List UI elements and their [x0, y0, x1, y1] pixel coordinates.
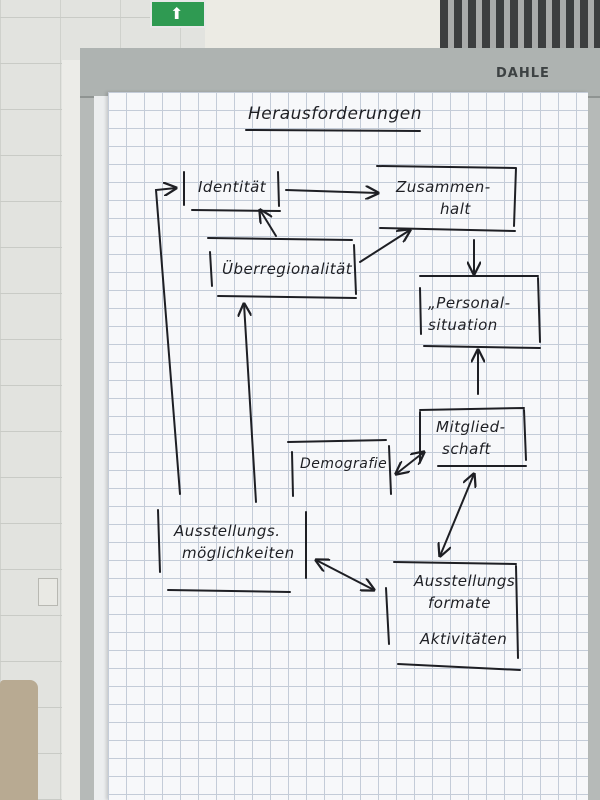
exit-arrow-icon: ⬆ — [170, 4, 184, 23]
label-mitglied-line1: Mitglied- — [436, 418, 506, 436]
arrow-moeglich-ueberregional — [244, 304, 257, 503]
box-demografie — [287, 439, 392, 497]
arrow-demografie-mitglied — [396, 452, 424, 474]
flipchart-title: Herausforderungen — [248, 104, 422, 124]
label-moeglich-line2: möglichkeiten — [182, 544, 295, 562]
label-mitglied-line2: schaft — [442, 440, 491, 458]
label-demografie: Demografie — [300, 456, 388, 472]
arrow-ueberregional-identitaet — [260, 210, 277, 237]
box-formate — [385, 561, 521, 671]
label-ueberregionalitaet: Überregionalität — [222, 260, 353, 278]
brand-label: DAHLE — [496, 66, 550, 81]
flipchart-paper — [108, 92, 588, 800]
label-personal-line1: „Personal- — [428, 294, 511, 312]
arrow-moeglich-formate — [316, 560, 374, 590]
box-personal — [419, 275, 541, 349]
label-personal-line2: situation — [428, 316, 498, 334]
label-moeglich-line1: Ausstellungs. — [174, 522, 281, 540]
box-ueberregionalitaet — [207, 237, 357, 299]
title-underline — [245, 129, 421, 132]
arrow-identitaet-zusammenhalt — [285, 190, 378, 193]
label-identitaet: Identität — [198, 178, 267, 196]
wall-outlet — [38, 578, 58, 606]
exit-sign: ⬆ — [150, 0, 206, 28]
box-moeglichkeiten — [157, 509, 307, 593]
label-mitgliedschaft: Mitglied- schaft — [436, 416, 526, 460]
label-formate-line2: formate — [428, 594, 492, 612]
label-personalsituation: „Personal- situation — [428, 292, 538, 336]
arrow-mitglied-formate — [440, 474, 474, 556]
label-formate-line1: Ausstellungs — [414, 572, 516, 590]
label-ausstellungsformate: Ausstellungs formate Aktivitäten — [414, 570, 524, 650]
chair — [0, 680, 38, 800]
label-zusammenhalt-line2: halt — [440, 200, 471, 218]
arrow-moeglich-identitaet-loop — [154, 188, 181, 495]
arrow-ueberregional-zusammenhalt — [359, 230, 410, 263]
label-ausstellungsmoeglichkeiten: Ausstellungs. möglichkeiten — [174, 520, 310, 564]
box-mitgliedschaft — [419, 407, 527, 467]
label-zusammenhalt-line1: Zusammen- — [396, 178, 491, 196]
label-formate-line3: Aktivitäten — [420, 630, 508, 648]
label-zusammenhalt: Zusammen- halt — [396, 176, 516, 220]
